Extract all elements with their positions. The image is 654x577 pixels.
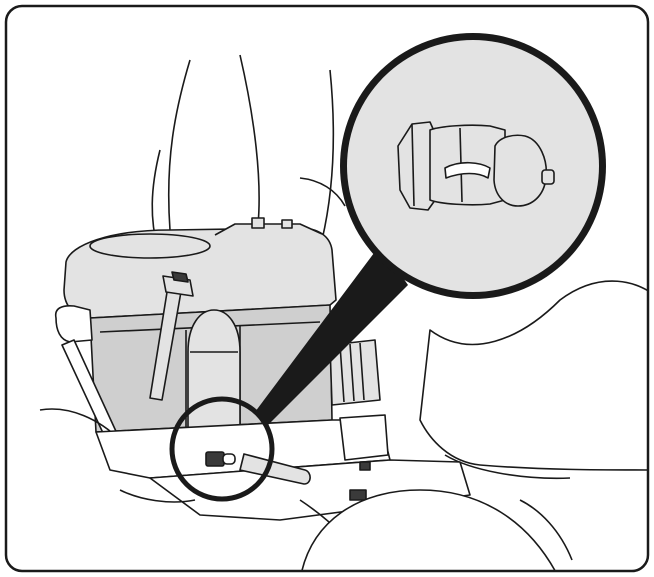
scene xyxy=(39,33,648,571)
right-fender xyxy=(419,280,648,471)
front-wheel xyxy=(299,489,561,571)
fender-shadow-line xyxy=(444,454,571,480)
location-circle xyxy=(169,396,275,502)
figure-border xyxy=(4,4,650,573)
drain-valve-small xyxy=(205,451,311,485)
dipstick xyxy=(149,271,194,401)
callout-wedge xyxy=(255,245,408,428)
background-body-lines xyxy=(151,54,346,251)
magnified-drain-valve xyxy=(397,121,555,211)
detail-magnifier xyxy=(340,33,606,299)
